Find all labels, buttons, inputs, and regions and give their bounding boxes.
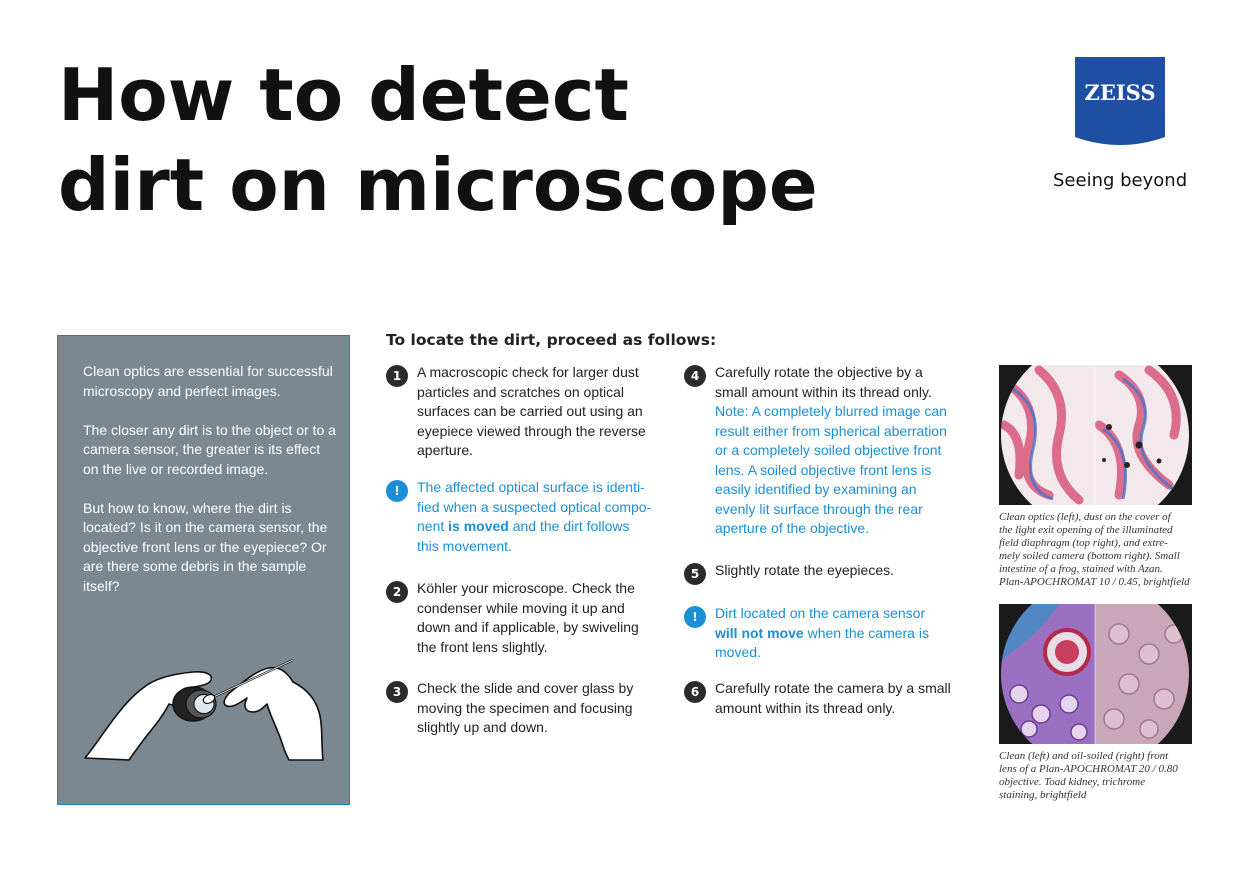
step-number-badge: 3 bbox=[386, 681, 408, 703]
step-5: 5 Slightly rotate the eyepieces. bbox=[684, 561, 974, 586]
caption-line: the light exit opening of the illuminate… bbox=[999, 524, 1173, 536]
step-1: 1 A macroscopic check for larger dust pa… bbox=[386, 363, 666, 463]
text-line: the front lens slightly. bbox=[417, 638, 548, 655]
step-4: 4 Carefully rotate the objective by a sm… bbox=[684, 363, 974, 543]
text-line: down and if applicable, by swiveling bbox=[417, 619, 639, 635]
text-line: Check the slide and cover glass by bbox=[417, 680, 634, 696]
step-text: Köhler your microscope. Check the conden… bbox=[417, 579, 639, 657]
emphasis: will not move bbox=[715, 624, 804, 641]
intro-paragraph: The closer any dirt is to the object or … bbox=[83, 421, 336, 477]
note-line: easily identified by examining an bbox=[715, 481, 917, 497]
step-text: Slightly rotate the eyepieces. bbox=[715, 561, 894, 581]
note-2: ! Dirt located on the camera sensor will… bbox=[684, 604, 974, 664]
note-line: evenly lit surface through the rear bbox=[715, 500, 923, 517]
text-line: Köhler your microscope. Check the bbox=[417, 580, 635, 596]
text-line: Slightly rotate the eyepieces. bbox=[715, 562, 894, 578]
text-line: small amount within its thread only. bbox=[715, 383, 932, 400]
micrograph-toad-kidney bbox=[999, 604, 1192, 744]
note-line: lens. A soiled objective front lens is bbox=[715, 461, 932, 478]
step-text: Check the slide and cover glass by movin… bbox=[417, 679, 633, 738]
text-line: will not move when the camera is bbox=[715, 624, 929, 644]
text-line: particles and scratches on optical bbox=[417, 383, 624, 400]
tagline: Seeing beyond bbox=[1053, 170, 1188, 191]
caption-line: Clean (left) and oil-soiled (right) fron… bbox=[999, 750, 1169, 762]
text-line: aperture. bbox=[417, 442, 474, 458]
note-1: ! The affected optical surface is identi… bbox=[386, 478, 666, 558]
text-line: eyepiece viewed through the reverse bbox=[417, 422, 646, 439]
exclamation-icon: ! bbox=[386, 480, 408, 502]
caption-line: Clean optics (left), dust on the cover o… bbox=[999, 511, 1171, 523]
text-span: when the camera is bbox=[803, 624, 929, 641]
logo-text: ZEISS bbox=[1084, 80, 1155, 105]
note-line: aperture of the objective. bbox=[715, 520, 870, 536]
step-number-badge: 2 bbox=[386, 581, 408, 603]
text-span: and the dirt follows bbox=[508, 518, 630, 534]
title-line-2: dirt on microscope bbox=[58, 143, 818, 227]
text-line: amount within its thread only. bbox=[715, 699, 896, 716]
intro-paragraph: But how to know, where the dirt is locat… bbox=[83, 499, 328, 594]
text-line: The affected optical surface is identi- bbox=[417, 479, 645, 495]
caption-line: objective. Toad kidney, trichrome bbox=[999, 776, 1146, 788]
note-line: result either from spherical aberration bbox=[715, 422, 947, 439]
procedure-heading: To locate the dirt, proceed as follows: bbox=[386, 331, 717, 349]
figure-2-caption: Clean (left) and oil-soiled (right) fron… bbox=[999, 750, 1199, 802]
step-number-badge: 5 bbox=[684, 563, 706, 585]
step-text: Carefully rotate the objective by a smal… bbox=[715, 363, 947, 539]
text-line: moving the specimen and focusing bbox=[417, 699, 633, 716]
note-line: Note: A completely blurred image can bbox=[715, 403, 947, 419]
emphasis: is moved bbox=[448, 518, 509, 534]
intro-text: Clean optics are essential for successfu… bbox=[83, 362, 338, 616]
note-text: The affected optical surface is identi- … bbox=[417, 478, 651, 556]
title-line-1: How to detect bbox=[58, 53, 629, 137]
exclamation-icon: ! bbox=[684, 606, 706, 628]
step-number-badge: 6 bbox=[684, 681, 706, 703]
text-line: Dirt located on the camera sensor bbox=[715, 605, 926, 621]
caption-line: staining, brightfield bbox=[999, 789, 1087, 801]
caption-line: lens of a Plan-APOCHROMAT 20 / 0.80 bbox=[999, 763, 1178, 775]
caption-line: intestine of a frog, stained with Azan. bbox=[999, 563, 1163, 575]
step-number-badge: 4 bbox=[684, 365, 706, 387]
text-line: surfaces can be carried out using an bbox=[417, 403, 643, 419]
text-line: Carefully rotate the objective by a bbox=[715, 364, 923, 380]
text-line: fied when a suspected optical compo- bbox=[417, 498, 652, 515]
intro-panel: Clean optics are essential for successfu… bbox=[57, 335, 350, 805]
caption-line: mely soiled camera (bottom right). Small bbox=[999, 550, 1180, 562]
step-6: 6 Carefully rotate the camera by a small… bbox=[684, 679, 974, 719]
text-line: condenser while moving it up and bbox=[417, 599, 625, 616]
text-line: nent is moved and the dirt follows bbox=[417, 517, 651, 537]
step-text: Carefully rotate the camera by a small a… bbox=[715, 679, 951, 718]
note-line: or a completely soiled objective front bbox=[715, 442, 942, 458]
caption-line: Plan-APOCHROMAT 10 / 0.45, brightfield bbox=[999, 576, 1190, 588]
text-span: nent bbox=[417, 518, 449, 534]
text-line: slightly up and down. bbox=[417, 719, 548, 735]
text-line: moved. bbox=[715, 644, 761, 660]
step-text: A macroscopic check for larger dust part… bbox=[417, 363, 646, 461]
micrograph-frog-intestine bbox=[999, 365, 1192, 505]
text-line: this movement. bbox=[417, 537, 512, 554]
note-text: Dirt located on the camera sensor will n… bbox=[715, 604, 929, 663]
intro-paragraph: Clean optics are essential for successfu… bbox=[83, 363, 333, 399]
step-number-badge: 1 bbox=[386, 365, 408, 387]
zeiss-logo: ZEISS bbox=[1075, 57, 1165, 147]
text-line: Carefully rotate the camera by a small bbox=[715, 680, 951, 696]
caption-line: field diaphragm (top right), and extre- bbox=[999, 537, 1168, 549]
page-title: How to detect dirt on microscope bbox=[58, 50, 818, 230]
hands-cleaning-lens-icon bbox=[83, 646, 328, 761]
text-line: A macroscopic check for larger dust bbox=[417, 364, 639, 380]
step-3: 3 Check the slide and cover glass by mov… bbox=[386, 679, 666, 739]
figure-1-caption: Clean optics (left), dust on the cover o… bbox=[999, 511, 1199, 589]
step-2: 2 Köhler your microscope. Check the cond… bbox=[386, 579, 666, 659]
